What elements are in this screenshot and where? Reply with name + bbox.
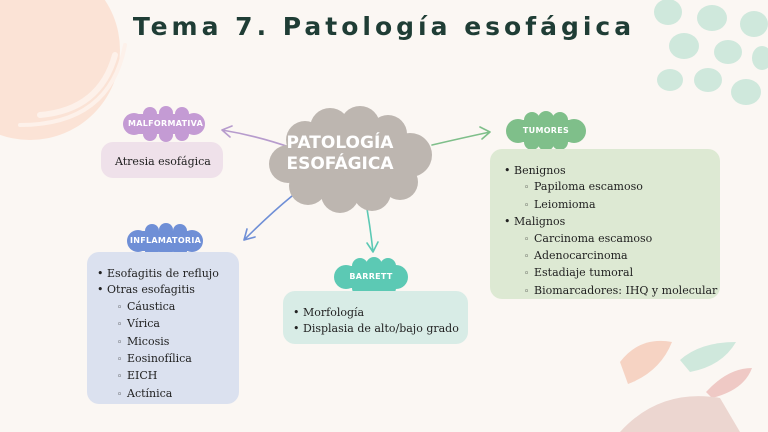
tumores-card: BenignosPapiloma escamosoLeiomiomaMalign… <box>490 149 720 299</box>
decor-arc <box>37 52 118 118</box>
sub-list-item: Papiloma escamoso <box>524 179 720 196</box>
sub-list-item: Leiomioma <box>524 197 720 214</box>
center-line-1: PATOLOGÍA <box>286 133 394 153</box>
sub-list-item: Vírica <box>117 316 239 333</box>
barrett-tag: BARRETT <box>349 272 393 281</box>
tumores-tag: TUMORES <box>522 126 570 135</box>
list-item-label: Otras esofagitis <box>107 283 195 297</box>
center-line-2: ESOFÁGICA <box>286 154 394 174</box>
sub-list-item: Eosinofílica <box>117 351 239 368</box>
malformativa-text: Atresia esofágica <box>115 155 211 168</box>
decor-arc <box>18 43 127 127</box>
tumores-list: BenignosPapiloma escamosoLeiomiomaMalign… <box>504 163 720 300</box>
list-item-label: Displasia de alto/bajo grado <box>303 322 459 336</box>
sub-list-item: Adenocarcinoma <box>524 248 720 265</box>
list-item: Esofagitis de reflujo <box>97 266 239 282</box>
sub-list-item: Carcinoma escamoso <box>524 231 720 248</box>
list-item: Displasia de alto/bajo grado <box>293 321 468 337</box>
decor-leaves <box>620 340 752 432</box>
inflamatoria-tag: INFLAMATORIA <box>130 236 202 245</box>
page-title: Tema 7. Patología esofágica <box>132 12 636 41</box>
list-item: MalignosCarcinoma escamosoAdenocarcinoma… <box>504 214 720 300</box>
arrow-to-inflamatoria <box>243 195 293 241</box>
list-item-label: Morfología <box>303 306 365 319</box>
barrett-card: MorfologíaDisplasia de alto/bajo grado <box>283 291 468 344</box>
list-item: Otras esofagitisCáusticaVíricaMicosisEos… <box>97 282 239 403</box>
sub-list-item: Biomarcadores: IHQ y molecular <box>524 283 720 300</box>
tumores-tag-bubble <box>506 111 586 151</box>
decor-mint-dots <box>654 0 768 105</box>
sub-list-item: Micosis <box>117 334 239 351</box>
malformativa-tag: MALFORMATIVA <box>128 119 204 128</box>
sub-list: Papiloma escamosoLeiomioma <box>504 179 720 214</box>
list-item-label: Benignos <box>514 164 566 177</box>
sub-list: Carcinoma escamosoAdenocarcinomaEstadiaj… <box>504 231 720 301</box>
barrett-list: MorfologíaDisplasia de alto/bajo grado <box>293 305 468 338</box>
inflamatoria-list: Esofagitis de reflujoOtras esofagitisCáu… <box>97 266 239 403</box>
arrow-to-tumores <box>431 126 491 146</box>
list-item-label: Esofagitis de reflujo <box>107 267 219 280</box>
list-item: BenignosPapiloma escamosoLeiomioma <box>504 163 720 214</box>
sub-list: CáusticaVíricaMicosisEosinofílicaEICHAct… <box>97 299 239 403</box>
sub-list-item: Cáustica <box>117 299 239 316</box>
sub-list-item: Actínica <box>117 386 239 403</box>
malformativa-tag-bubble <box>123 106 205 142</box>
sub-list-item: EICH <box>117 368 239 385</box>
inflamatoria-card: Esofagitis de reflujoOtras esofagitisCáu… <box>87 252 239 404</box>
sub-list-item: Estadiaje tumoral <box>524 265 720 282</box>
center-node-label: PATOLOGÍA ESOFÁGICA <box>270 133 410 175</box>
center-cloud <box>269 106 432 213</box>
list-item-label: Malignos <box>514 215 566 229</box>
list-item: Morfología <box>293 305 468 321</box>
malformativa-card: Atresia esofágica <box>101 142 223 178</box>
